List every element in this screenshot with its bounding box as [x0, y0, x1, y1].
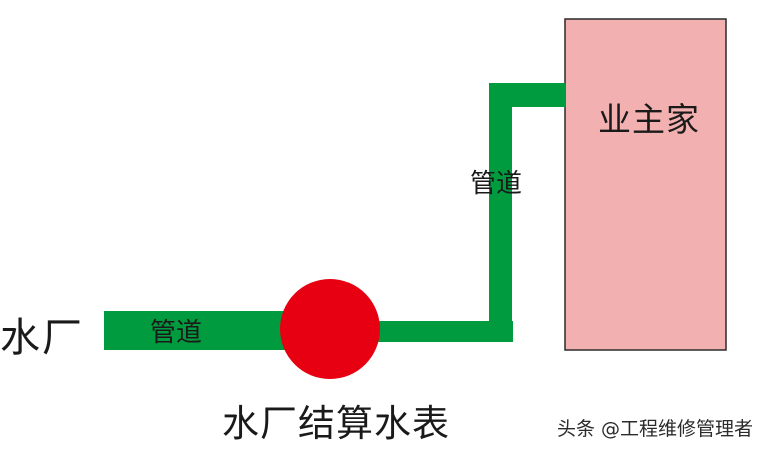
water-meter-circle — [280, 279, 380, 379]
plant-meter-label: 水厂结算水表 — [222, 402, 450, 445]
water-plant-label: 水厂 — [0, 315, 84, 361]
pipe-riser-vertical — [489, 83, 512, 342]
owner-home-label: 业主家 — [598, 100, 700, 139]
pipe-label-horizontal: 管道 — [150, 318, 203, 348]
pipe-label-vertical: 管道 — [470, 169, 523, 199]
pipe-top-into-house — [489, 83, 566, 107]
owner-house-box — [564, 18, 727, 351]
watermark-text: 头条 @工程维修管理者 — [557, 418, 754, 440]
pipe-plant-to-meter — [104, 311, 294, 350]
pipe-meter-to-riser — [372, 321, 513, 342]
